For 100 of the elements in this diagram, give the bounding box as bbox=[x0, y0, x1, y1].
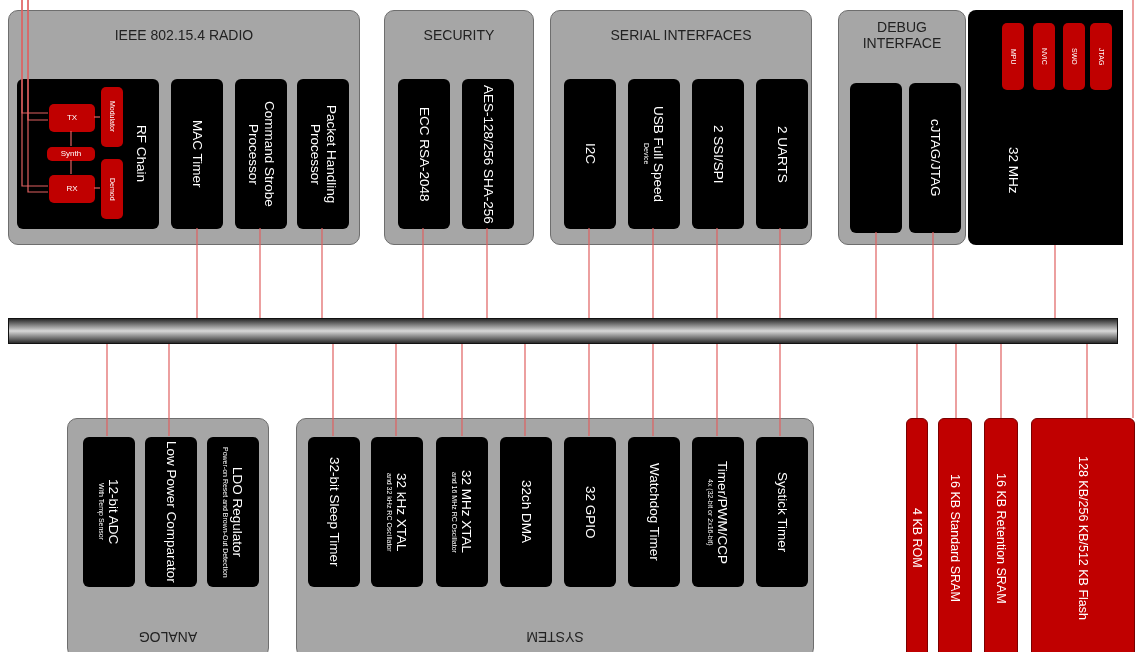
connector-line bbox=[716, 227, 718, 319]
connector-line bbox=[486, 227, 488, 319]
function-block bbox=[462, 79, 514, 229]
function-block bbox=[207, 437, 259, 587]
block-label: 128 KB/256 KB/512 KB Flash bbox=[1076, 456, 1090, 620]
connector-line bbox=[588, 227, 590, 319]
group-panel bbox=[550, 10, 812, 245]
block-label: I2C bbox=[582, 143, 598, 165]
group-panel bbox=[296, 418, 814, 652]
function-block bbox=[500, 437, 552, 587]
function-block bbox=[297, 79, 349, 229]
connector-line bbox=[875, 231, 877, 319]
block-label: LDO Regulator bbox=[229, 466, 245, 557]
group-title: DEBUG INTERFACE bbox=[861, 19, 943, 51]
block-label: RX bbox=[66, 184, 78, 194]
block-label: 32 MHz XTAL bbox=[458, 470, 474, 554]
function-block bbox=[235, 79, 287, 229]
group-panel bbox=[838, 10, 966, 245]
connector-line bbox=[168, 343, 170, 437]
sub-block bbox=[1002, 23, 1024, 90]
memory-block bbox=[906, 418, 928, 652]
sub-block bbox=[49, 104, 95, 132]
group-title: SERIAL INTERFACES bbox=[609, 27, 753, 43]
function-block bbox=[756, 437, 808, 587]
connector-line bbox=[916, 343, 918, 419]
connector-line bbox=[196, 227, 198, 319]
block-label: 12-bit ADC bbox=[105, 479, 121, 545]
connector-line bbox=[652, 227, 654, 319]
connector-line bbox=[1000, 343, 1002, 419]
block-label: Timer/PWM/CCP bbox=[714, 460, 730, 564]
function-block bbox=[436, 437, 488, 587]
group-panel bbox=[8, 10, 360, 245]
group-panel bbox=[384, 10, 534, 245]
connector-line bbox=[332, 343, 334, 437]
connector-line bbox=[1054, 244, 1056, 319]
function-block bbox=[398, 79, 450, 229]
sub-block bbox=[49, 175, 95, 203]
connector-line bbox=[1132, 0, 1134, 419]
block-label: 32 GPIO bbox=[582, 485, 598, 539]
function-block bbox=[171, 79, 223, 229]
function-block bbox=[909, 83, 961, 233]
block-label: USB Full Speed bbox=[650, 105, 666, 203]
function-block bbox=[83, 437, 135, 587]
connector-line bbox=[716, 343, 718, 437]
connector-line bbox=[395, 343, 397, 437]
connector-line bbox=[70, 130, 72, 147]
block-label: 2 UARTS bbox=[774, 125, 790, 183]
connector-line bbox=[932, 231, 934, 319]
sub-block bbox=[47, 147, 95, 161]
connector-line bbox=[106, 343, 108, 437]
block-label: MAC Timer bbox=[189, 120, 205, 188]
block-label: Watchdog Timer bbox=[646, 463, 662, 561]
connector-line bbox=[93, 187, 101, 189]
memory-block bbox=[1031, 418, 1135, 652]
sub-block bbox=[1033, 23, 1055, 90]
connector-line bbox=[70, 159, 72, 175]
function-block bbox=[564, 437, 616, 587]
block-label: RF Chain bbox=[133, 125, 149, 183]
connector-line bbox=[779, 343, 781, 437]
processor-block bbox=[968, 10, 1123, 245]
connector-line bbox=[779, 227, 781, 319]
connector-line bbox=[422, 227, 424, 319]
function-block bbox=[756, 79, 808, 229]
block-label: TX bbox=[66, 113, 78, 123]
block-label: 32ch DMA bbox=[518, 480, 534, 544]
function-block bbox=[564, 79, 616, 229]
function-block bbox=[371, 437, 423, 587]
block-label: 16 KB Standard SRAM bbox=[948, 474, 962, 602]
block-label: Packet Handling Processor bbox=[307, 103, 339, 206]
sub-block bbox=[101, 159, 123, 219]
memory-block bbox=[938, 418, 972, 652]
function-block bbox=[628, 79, 680, 229]
memory-block bbox=[984, 418, 1018, 652]
group-panel bbox=[67, 418, 269, 652]
sub-block bbox=[1063, 23, 1085, 90]
block-label: AES-128/256 SHA-256 bbox=[480, 84, 496, 224]
function-block bbox=[628, 437, 680, 587]
connector-line bbox=[652, 343, 654, 437]
block-label: Low Power Comparator bbox=[163, 441, 179, 583]
function-block bbox=[850, 83, 902, 233]
function-block bbox=[692, 79, 744, 229]
connector-line bbox=[524, 343, 526, 437]
block-label: Synth bbox=[60, 149, 82, 159]
function-block bbox=[145, 437, 197, 587]
connector-line bbox=[93, 116, 101, 118]
block-label: 2 SSI/SPI bbox=[710, 124, 726, 184]
block-label: Systick Timer bbox=[774, 471, 790, 553]
connector-line bbox=[27, 0, 49, 193]
block-label: Command Strobe Processor bbox=[245, 100, 277, 209]
block-label: 16 KB Retention SRAM bbox=[994, 472, 1008, 604]
block-label: 32-bit Sleep Timer bbox=[326, 457, 342, 567]
function-block bbox=[692, 437, 744, 587]
connector-line bbox=[588, 343, 590, 437]
block-label: 4 KB ROM bbox=[910, 508, 924, 568]
group-title: ANALOG bbox=[137, 629, 199, 645]
function-block bbox=[17, 79, 159, 229]
sub-block bbox=[101, 87, 123, 147]
system-bus-bar bbox=[8, 318, 1118, 344]
block-label: ECC RSA-2048 bbox=[416, 106, 432, 202]
block-label: 32 kHz XTAL bbox=[393, 472, 409, 552]
